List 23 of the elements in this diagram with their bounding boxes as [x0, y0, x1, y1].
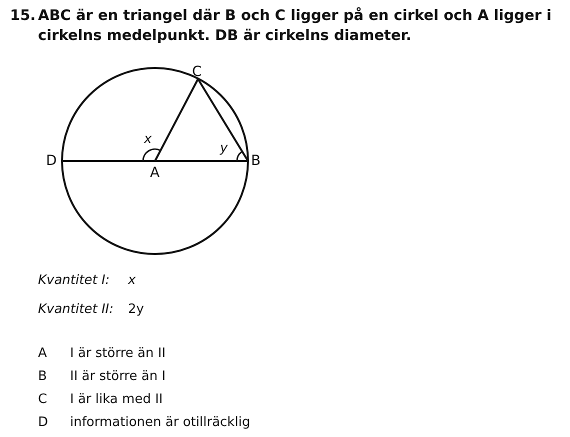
line-segment: [197, 78, 249, 162]
option-letter: C: [38, 392, 48, 408]
point-label: A: [150, 165, 160, 181]
angle-label: x: [144, 132, 152, 148]
option-letter: A: [38, 346, 47, 362]
point-label: C: [192, 64, 202, 80]
quantity-label: Kvantitet I:: [38, 273, 110, 289]
angle-label: y: [220, 141, 228, 157]
option-text: informationen är otillräcklig: [70, 415, 250, 431]
option-text: I är lika med II: [70, 392, 163, 408]
line-segment: [62, 160, 248, 162]
quantity-label: Kvantitet II:: [38, 302, 114, 318]
option-text: I är större än II: [70, 346, 166, 362]
question-number: 15.: [10, 7, 36, 26]
point-label: B: [251, 153, 261, 169]
line-segment: [154, 78, 199, 162]
point-label: D: [46, 153, 57, 169]
question-text: ABC är en triangel där B och C ligger på en cirkel och A ligger i cirkelns medelpunkt. DB är cirkelns diameter.: [38, 6, 552, 46]
option-letter: D: [38, 415, 48, 431]
option-letter: B: [38, 369, 47, 385]
option-text: II är större än I: [70, 369, 166, 385]
quantity-value: 2y: [128, 302, 144, 318]
quantity-value: x: [128, 273, 136, 289]
